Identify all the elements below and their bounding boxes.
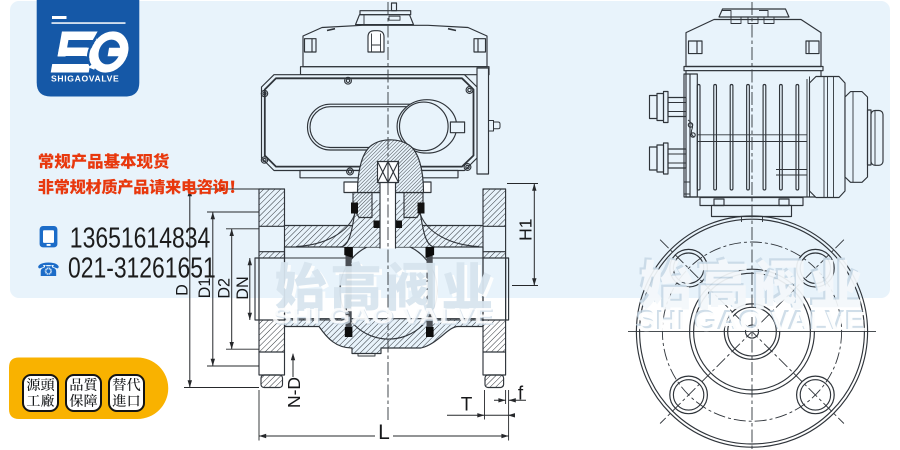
svg-text:D2: D2 — [216, 278, 234, 299]
svg-text:H1: H1 — [516, 219, 536, 241]
svg-text:f: f — [518, 384, 524, 405]
svg-text:SHI GAO VALVE: SHI GAO VALVE — [274, 305, 495, 330]
svg-text:D: D — [174, 284, 192, 296]
svg-text:SHI GAO VALVE: SHI GAO VALVE — [637, 306, 866, 337]
svg-text:DN: DN — [234, 276, 252, 299]
svg-text:SHIGAOVALVE: SHIGAOVALVE — [51, 74, 119, 84]
svg-text:N-D: N-D — [284, 377, 304, 408]
svg-text:L: L — [378, 421, 390, 444]
svg-text:T: T — [461, 395, 473, 416]
svg-text:13651614834: 13651614834 — [70, 221, 211, 253]
svg-text:SHI GAO VALVE: SHI GAO VALVE — [635, 304, 864, 335]
svg-text:021-31261651: 021-31261651 — [68, 251, 216, 283]
svg-text:D1: D1 — [196, 278, 214, 299]
svg-text:SHI GAO VALVE: SHI GAO VALVE — [272, 304, 493, 329]
